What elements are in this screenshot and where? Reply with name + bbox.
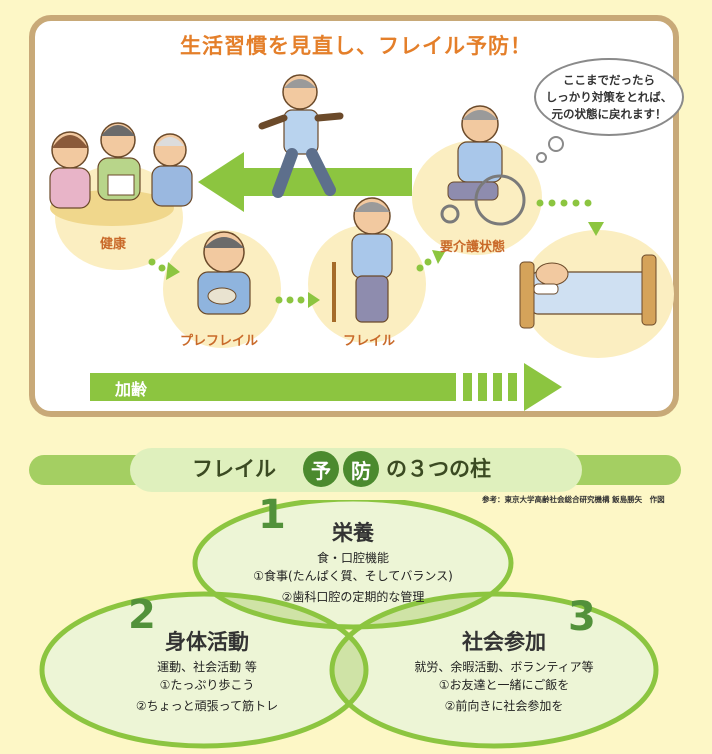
pillar-3-item-1: ①お友達と一緒にご飯を — [438, 678, 570, 692]
pillar-3-fill — [332, 594, 656, 746]
aging-stripe-4 — [508, 373, 517, 401]
scene-illustrations — [49, 74, 657, 329]
bubble-tail-dot-1 — [548, 136, 564, 152]
stage-label-prefrail: プレフレイル — [180, 334, 259, 349]
bedridden-figure — [519, 254, 657, 329]
pillar-1-title: 栄養 — [332, 521, 374, 545]
pillar-2-ring — [39, 591, 369, 749]
pillar-1-text: 栄養 食・口腔機能 ①食事(たんぱく質、そしてバランス) ②歯科口腔の定期的な管… — [228, 517, 478, 608]
heading-circle-bou: 防 — [343, 451, 379, 487]
reference-credit: 参考：東京大学高齢社会総合研究機構 飯島勝矢 作図 — [482, 495, 665, 504]
pillar-1-item-1: ①食事(たんぱく質、そしてバランス) — [253, 569, 453, 583]
bubble-line-2: しっかり対策をとれば、 — [545, 89, 673, 104]
aging-stripe-3 — [493, 373, 502, 401]
bubble-line-3: 元の状態に戻れます！ — [551, 106, 667, 121]
heading-circle-yo: 予 — [303, 451, 339, 487]
pillar-1-subtitle: 食・口腔機能 — [316, 551, 389, 565]
healthy-group-figures — [49, 122, 193, 226]
pillar-3-title: 社会参加 — [462, 630, 546, 654]
venn-diagram — [39, 500, 659, 749]
progression-dots — [148, 199, 604, 308]
pillar-3-text: 社会参加 就労、余暇活動、ボランティア等 ①お友達と一緒にご飯を ②前向きに社会… — [384, 626, 624, 717]
heading-frail: フレイル — [192, 457, 276, 481]
aging-label: 加齢 — [115, 380, 148, 399]
recovery-speech-bubble: ここまでだったら しっかり対策をとれば、 元の状態に戻れます！ — [534, 58, 684, 136]
pillar-2-item-1: ①たっぷり歩こう — [159, 678, 255, 692]
frail-man-figure — [332, 197, 393, 323]
pillar-2-fill — [42, 594, 366, 746]
pillar-2-item-2: ②ちょっと頑張って筋トレ — [135, 699, 279, 713]
pillar-1-fill — [195, 500, 511, 627]
wheelchair-man-figure — [440, 105, 526, 226]
aging-stripe-1 — [463, 373, 472, 401]
panel-title: 生活習慣を見直し、フレイル予防！ — [180, 34, 532, 58]
stage-label-care: 要介護状態 — [440, 240, 506, 255]
stage-label-frail: フレイル — [343, 334, 396, 349]
pillar-3-item-2: ②前向きに社会参加を — [444, 699, 564, 713]
pillar-1-number: 1 — [258, 492, 286, 538]
aging-arrow-head — [524, 363, 562, 411]
walking-man-figure — [258, 74, 344, 198]
pillar-3-number: 3 — [568, 594, 596, 640]
prefrail-man-figure — [197, 231, 251, 315]
pillar-2-text: 身体活動 運動、社会活動 等 ①たっぷり歩こう ②ちょっと頑張って筋トレ — [92, 626, 322, 717]
pillar-1-item-2: ②歯科口腔の定期的な管理 — [281, 590, 425, 604]
pillar-2-title: 身体活動 — [165, 630, 249, 654]
pillar-2-subtitle: 運動、社会活動 等 — [157, 660, 257, 674]
stage-label-healthy: 健康 — [100, 237, 127, 252]
bubble-line-1: ここまでだったら — [563, 72, 655, 87]
pillar-2-number: 2 — [128, 592, 156, 638]
bubble-tail-dot-2 — [536, 152, 547, 163]
heading-three-pillars: の３つの柱 — [386, 457, 491, 481]
pillar-3-subtitle: 就労、余暇活動、ボランティア等 — [414, 660, 594, 674]
aging-stripe-2 — [478, 373, 487, 401]
pillar-1-ring — [192, 500, 514, 630]
aging-arrow-bar — [90, 373, 456, 401]
